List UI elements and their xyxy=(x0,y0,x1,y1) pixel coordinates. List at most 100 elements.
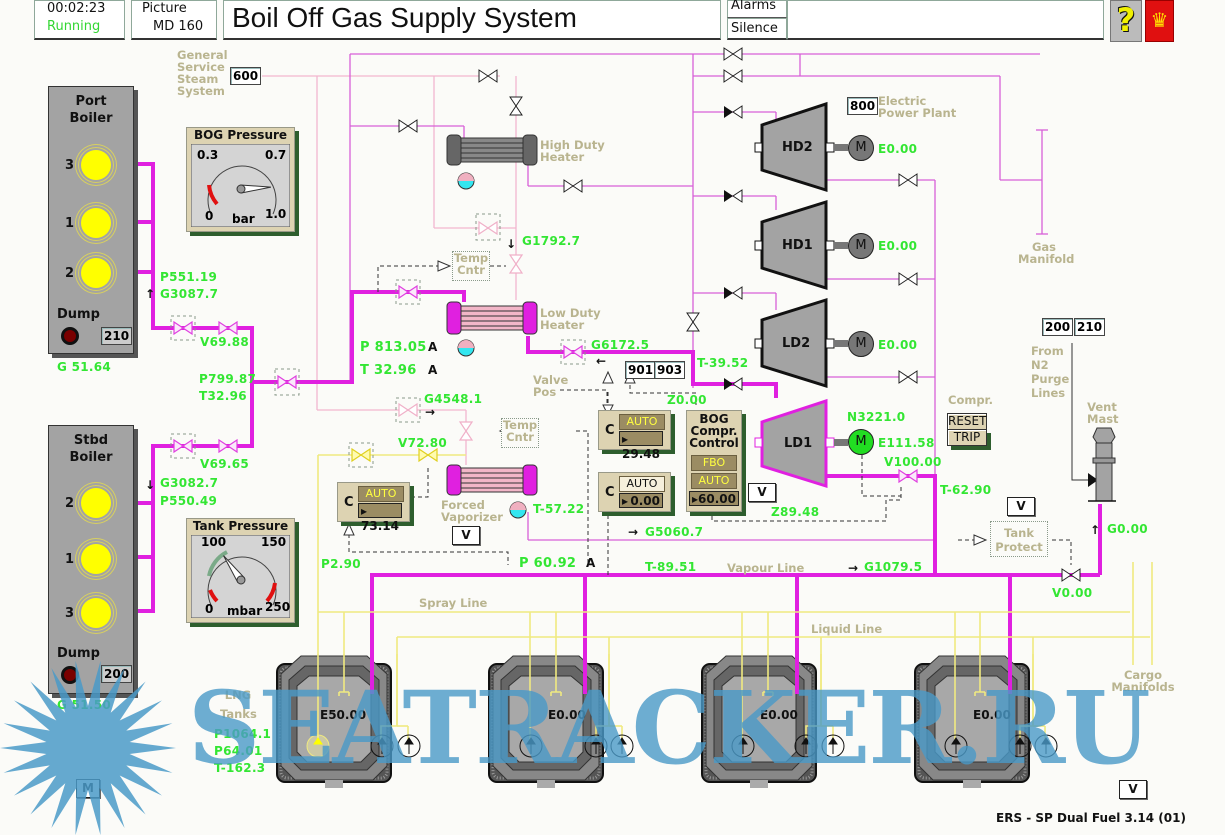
fv-view-button[interactable]: V xyxy=(452,526,480,545)
burner-number: 3 xyxy=(65,158,75,173)
stbd-dump-lamp[interactable] xyxy=(61,666,79,684)
stbd-burner-2[interactable] xyxy=(81,488,111,518)
port-burner-1[interactable] xyxy=(81,208,111,238)
compressor-controller-1[interactable]: C AUTO ▸29.48 xyxy=(598,410,671,461)
manual-button[interactable]: M xyxy=(76,779,100,798)
port-boiler-link[interactable]: 210 xyxy=(101,327,133,345)
alarms-button[interactable]: Alarms xyxy=(727,0,787,18)
motor-hd2[interactable]: M xyxy=(848,135,874,161)
compressor-hd1[interactable]: HD1 xyxy=(782,238,813,253)
port-boiler-title: Port Boiler xyxy=(69,94,113,126)
steam-valve xyxy=(478,69,498,83)
lng-tank-3[interactable] xyxy=(700,654,820,794)
stbd-boiler-panel: Stbd Boiler 2 1 3 Dump 200 xyxy=(48,425,134,694)
tank-gauge-needle xyxy=(223,555,246,585)
gauge-hub xyxy=(236,575,246,585)
stbd-dump-label: Dump xyxy=(57,646,100,661)
stbd-boiler-link[interactable]: 200 xyxy=(101,665,133,683)
ld1-speed: N3221.0 xyxy=(847,410,906,424)
svg-text:→: → xyxy=(628,525,638,539)
controller-mode[interactable]: AUTO xyxy=(358,486,404,502)
lng-tank-1[interactable] xyxy=(275,654,395,794)
bog-mode-auto[interactable]: AUTO xyxy=(691,473,737,489)
ldh-pressure-auto: A xyxy=(428,340,438,354)
controller-mode[interactable]: AUTO xyxy=(619,476,665,492)
stbd-boiler-pressure: P550.49 xyxy=(160,494,218,508)
port-burner-2[interactable] xyxy=(81,258,111,288)
motor-ld1[interactable]: M xyxy=(848,429,874,455)
controller-value[interactable]: ▸29.48 xyxy=(619,431,663,461)
hdh-inlet-valve xyxy=(398,119,418,133)
motor-hd1[interactable]: M xyxy=(848,233,874,259)
bog-gauge-title: BOG Pressure xyxy=(193,128,288,142)
vapour-pressure: P 60.92 xyxy=(519,556,577,571)
picture-link-903[interactable]: 903 xyxy=(654,361,686,379)
stbd-burner-1[interactable] xyxy=(81,544,111,574)
forced-vaporizer-shape xyxy=(446,464,538,519)
tank-protect-controller[interactable]: Tank Protect xyxy=(990,521,1048,557)
ldh-temp-auto: A xyxy=(428,363,438,377)
controller-value[interactable]: ▸73.14 xyxy=(358,503,402,533)
motor-ld2[interactable]: M xyxy=(848,331,874,357)
ld1-outlet-temperature: T-62.90 xyxy=(940,483,992,497)
picture-panel[interactable]: Picture MD 160 xyxy=(131,0,217,40)
alarm-message-area xyxy=(787,0,1104,40)
tank-protect-view-button[interactable]: V xyxy=(1007,497,1035,516)
bypass-valve-1 xyxy=(723,47,743,61)
compressor-ld1-shape xyxy=(754,398,848,489)
n2-link-210[interactable]: 210 xyxy=(1074,318,1106,336)
port-burner-3[interactable] xyxy=(81,150,111,180)
compressor-ld1[interactable]: LD1 xyxy=(784,436,813,451)
tank-gauge-unit: mbar xyxy=(227,604,263,618)
temp-controller-ldh[interactable]: Temp Cntr xyxy=(452,251,490,281)
stbd-burner-3[interactable] xyxy=(81,598,111,628)
picture-link-901[interactable]: 901 xyxy=(625,361,657,379)
svg-text:←: ← xyxy=(596,354,606,368)
bog-compressor-control[interactable]: BOG Compr. Control FBO AUTO ▸60.00 xyxy=(686,410,742,512)
ldh-flow: G6172.5 xyxy=(591,338,650,352)
tank-temperature: T-162.3 xyxy=(214,761,266,775)
compressor-controller-2[interactable]: C AUTO ▸0.00 xyxy=(598,472,671,512)
page-title: Boil Off Gas Supply System xyxy=(232,2,577,33)
compressor-hd1-shape xyxy=(754,199,848,291)
silence-button[interactable]: Silence xyxy=(727,18,787,40)
help-icon[interactable]: ? xyxy=(1110,0,1142,42)
compressor-trip-button[interactable]: TRIP xyxy=(947,429,987,446)
lng-tank-2[interactable] xyxy=(487,654,607,794)
port-boiler-valve: V69.88 xyxy=(200,335,250,349)
elec-power-plant-link[interactable]: 800 xyxy=(847,97,879,115)
temp-controller-fv[interactable]: Temp Cntr xyxy=(501,418,539,448)
controller-value[interactable]: ▸0.00 xyxy=(619,493,663,508)
stbd-boiler-gas: G 51.50 xyxy=(57,698,112,712)
vapour-line-label: Vapour Line xyxy=(727,561,805,575)
port-dump-lamp[interactable] xyxy=(61,327,79,345)
clock-time: 00:02:23 xyxy=(47,1,106,16)
bog-mode-fbo[interactable]: FBO xyxy=(691,455,737,471)
lng-tank-4[interactable] xyxy=(913,654,1033,794)
compressor-reset-button[interactable]: RESET xyxy=(947,413,987,430)
bog-pressure-gauge: BOG Pressure 0.3 0.7 0 1.0 bar xyxy=(186,127,295,232)
tank-1-level: E50.00 xyxy=(320,708,367,722)
fv-controller[interactable]: C AUTO ▸73.14 xyxy=(337,482,410,533)
controller-mode[interactable]: AUTO xyxy=(619,414,665,430)
compressor-hd2[interactable]: HD2 xyxy=(782,140,813,155)
port-boiler-pressure: P551.19 xyxy=(160,270,218,284)
vapour-pressure-auto: A xyxy=(586,556,596,570)
picture-label: Picture xyxy=(142,1,187,16)
ldh-pressure: P 813.05 xyxy=(360,340,427,355)
n2-link-200[interactable]: 200 xyxy=(1042,318,1074,336)
gas-manifold-label: Gas Manifold xyxy=(1018,240,1075,266)
bog-view-button[interactable]: V xyxy=(748,483,776,502)
burner-number: 1 xyxy=(65,552,75,567)
vapour-flow: G1079.5 xyxy=(864,560,923,574)
tanks-view-button[interactable]: V xyxy=(1119,780,1147,799)
compressor-ld2[interactable]: LD2 xyxy=(782,336,811,351)
tank-gauge-tick-low: 100 xyxy=(201,535,227,549)
compressor-hd2-shape xyxy=(754,101,848,193)
bog-control-value[interactable]: ▸60.00 xyxy=(689,491,739,506)
high-duty-heater-shape xyxy=(446,134,538,190)
run-state: Running xyxy=(47,19,101,34)
company-logo-icon[interactable]: ♛ xyxy=(1145,0,1174,42)
tank-gauge-tick-min: 0 xyxy=(205,602,214,616)
gs-steam-picture-link[interactable]: 600 xyxy=(230,67,262,85)
